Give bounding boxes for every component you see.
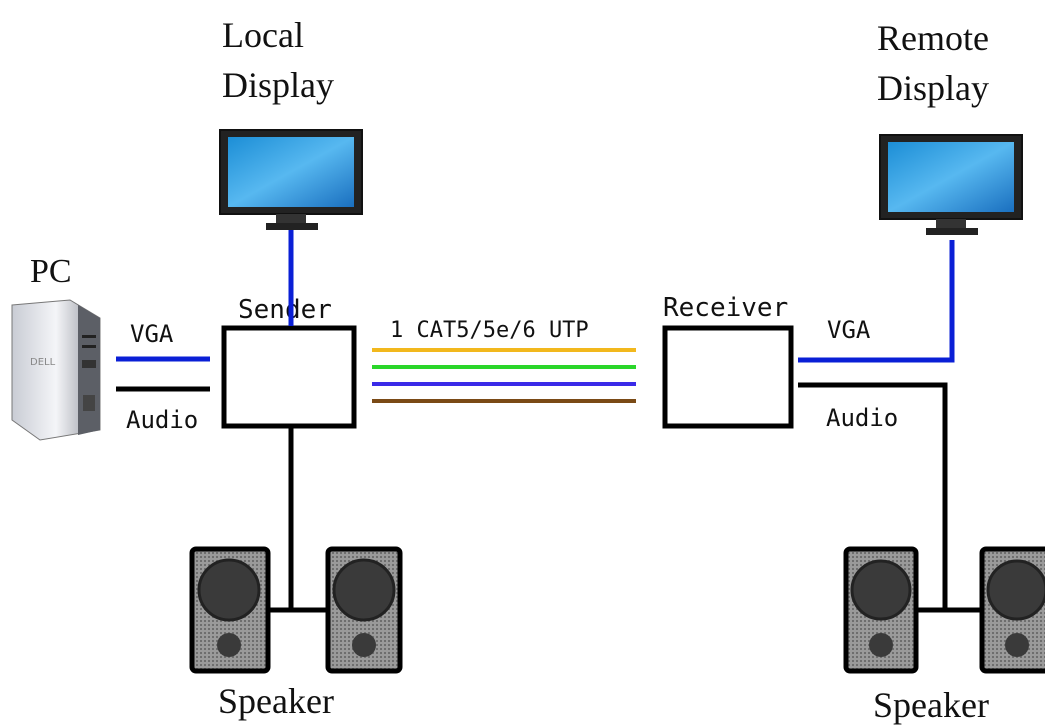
sender-label: Sender	[238, 295, 332, 325]
utp-cable	[372, 348, 636, 403]
vga-right-label: VGA	[827, 316, 871, 344]
remote-display-label-2: Display	[877, 68, 989, 108]
speaker-left-b-icon	[325, 546, 403, 674]
remote-display	[879, 134, 1023, 235]
local-display	[219, 129, 363, 230]
pc-tower-icon: DELL	[11, 299, 101, 441]
remote-display-vga-cable	[798, 240, 955, 363]
audio-left-label: Audio	[126, 406, 198, 434]
sender-box	[221, 325, 357, 429]
receiver-box	[662, 325, 794, 429]
local-display-label-1: Local	[222, 15, 304, 55]
svg-text:DELL: DELL	[30, 357, 56, 368]
audio-right-label: Audio	[826, 404, 898, 432]
pc-label: PC	[30, 253, 72, 290]
remote-display-label-1: Remote	[877, 18, 989, 58]
vga-left-label: VGA	[130, 320, 174, 348]
local-display-label-2: Display	[222, 65, 334, 105]
speaker-left-label: Speaker	[218, 681, 334, 721]
speaker-right-b-icon	[979, 546, 1045, 674]
receiver-label: Receiver	[663, 293, 788, 323]
speaker-right-label: Speaker	[873, 685, 989, 725]
speaker-left-a-icon	[189, 546, 271, 674]
cable-label: 1 CAT5/5e/6 UTP	[390, 318, 589, 343]
audio-right-cable	[798, 382, 948, 612]
speaker-right-a-icon	[843, 546, 919, 674]
